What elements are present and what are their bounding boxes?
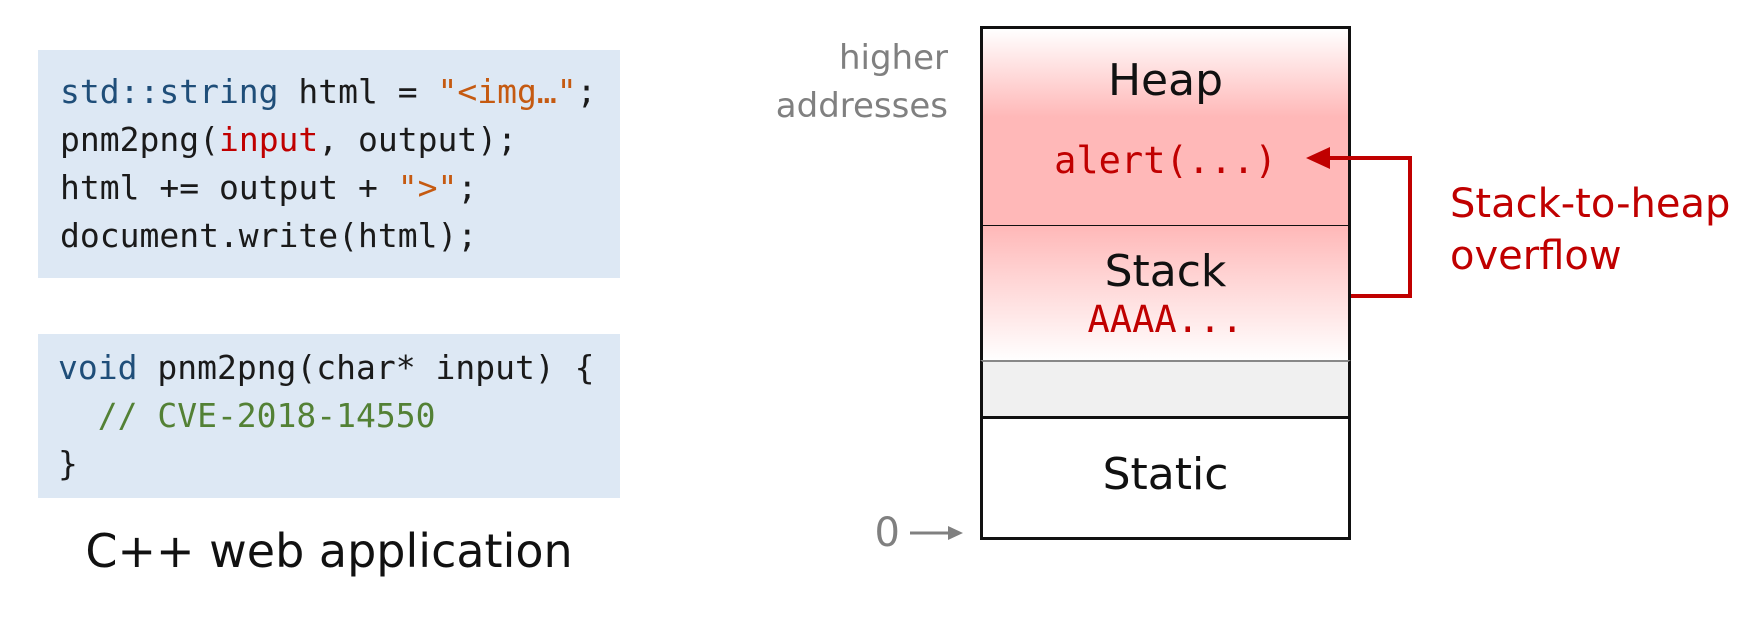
code-usage-token: html += output + xyxy=(60,168,398,207)
code-usage-line: std::string html = "<img…"; xyxy=(60,68,620,116)
higher-line2: addresses xyxy=(775,86,948,126)
code-usage-token: input xyxy=(218,120,319,159)
overflow-line2: overflow xyxy=(1450,233,1622,279)
caption: C++ web application xyxy=(85,524,573,578)
code-usage-token: html = xyxy=(278,72,438,111)
heap-label: Heap xyxy=(1107,55,1224,106)
code-block-pnm2png: void pnm2png(char* input) { // CVE-2018-… xyxy=(38,334,620,498)
overflow-line1: Stack-to-heap xyxy=(1450,181,1731,227)
zero-address-arrow-head xyxy=(948,526,963,540)
code-pnm2png-line: // CVE-2018-14550 xyxy=(58,392,620,440)
overflow-arrow-head xyxy=(1306,147,1330,169)
code-pnm2png-line: void pnm2png(char* input) { xyxy=(58,344,620,392)
stack-to-heap-overflow-label: Stack-to-heap overflow xyxy=(1450,178,1730,282)
overflow-arrow xyxy=(1326,156,1412,298)
higher-addresses-label: higher addresses xyxy=(740,34,948,130)
stack-label: Stack xyxy=(1104,246,1227,297)
stack-code: AAAA... xyxy=(1087,298,1244,341)
code-pnm2png-token: void xyxy=(58,348,138,387)
address-zero-label: 0 xyxy=(874,510,900,556)
code-usage-line: document.write(html); xyxy=(60,212,620,260)
code-pnm2png-line: } xyxy=(58,440,620,488)
static-segment: Static xyxy=(980,416,1351,540)
code-usage-token: ">" xyxy=(397,168,458,207)
code-usage-token: ; xyxy=(576,72,597,111)
code-usage-line: pnm2png(input, output); xyxy=(60,116,620,164)
static-label: Static xyxy=(1102,449,1229,500)
code-usage-token: std::string xyxy=(60,72,279,111)
code-usage-token: pnm2png( xyxy=(60,120,219,159)
unused-gap-segment xyxy=(980,360,1351,420)
code-usage-token: document.write(html); xyxy=(60,216,478,255)
code-pnm2png-token: pnm2png(char* input) { xyxy=(137,348,595,387)
stack-segment: Stack AAAA... xyxy=(980,226,1351,362)
heap-code: alert(...) xyxy=(1054,139,1277,182)
code-usage-token: "<img…" xyxy=(437,72,577,111)
higher-line1: higher xyxy=(838,38,948,78)
code-usage-token: , output); xyxy=(318,120,517,159)
code-usage-line: html += output + ">"; xyxy=(60,164,620,212)
code-usage-token: ; xyxy=(457,168,478,207)
code-block-usage: std::string html = "<img…";pnm2png(input… xyxy=(38,50,620,278)
code-pnm2png-token: // CVE-2018-14550 xyxy=(58,396,436,435)
code-pnm2png-token: } xyxy=(58,444,78,483)
